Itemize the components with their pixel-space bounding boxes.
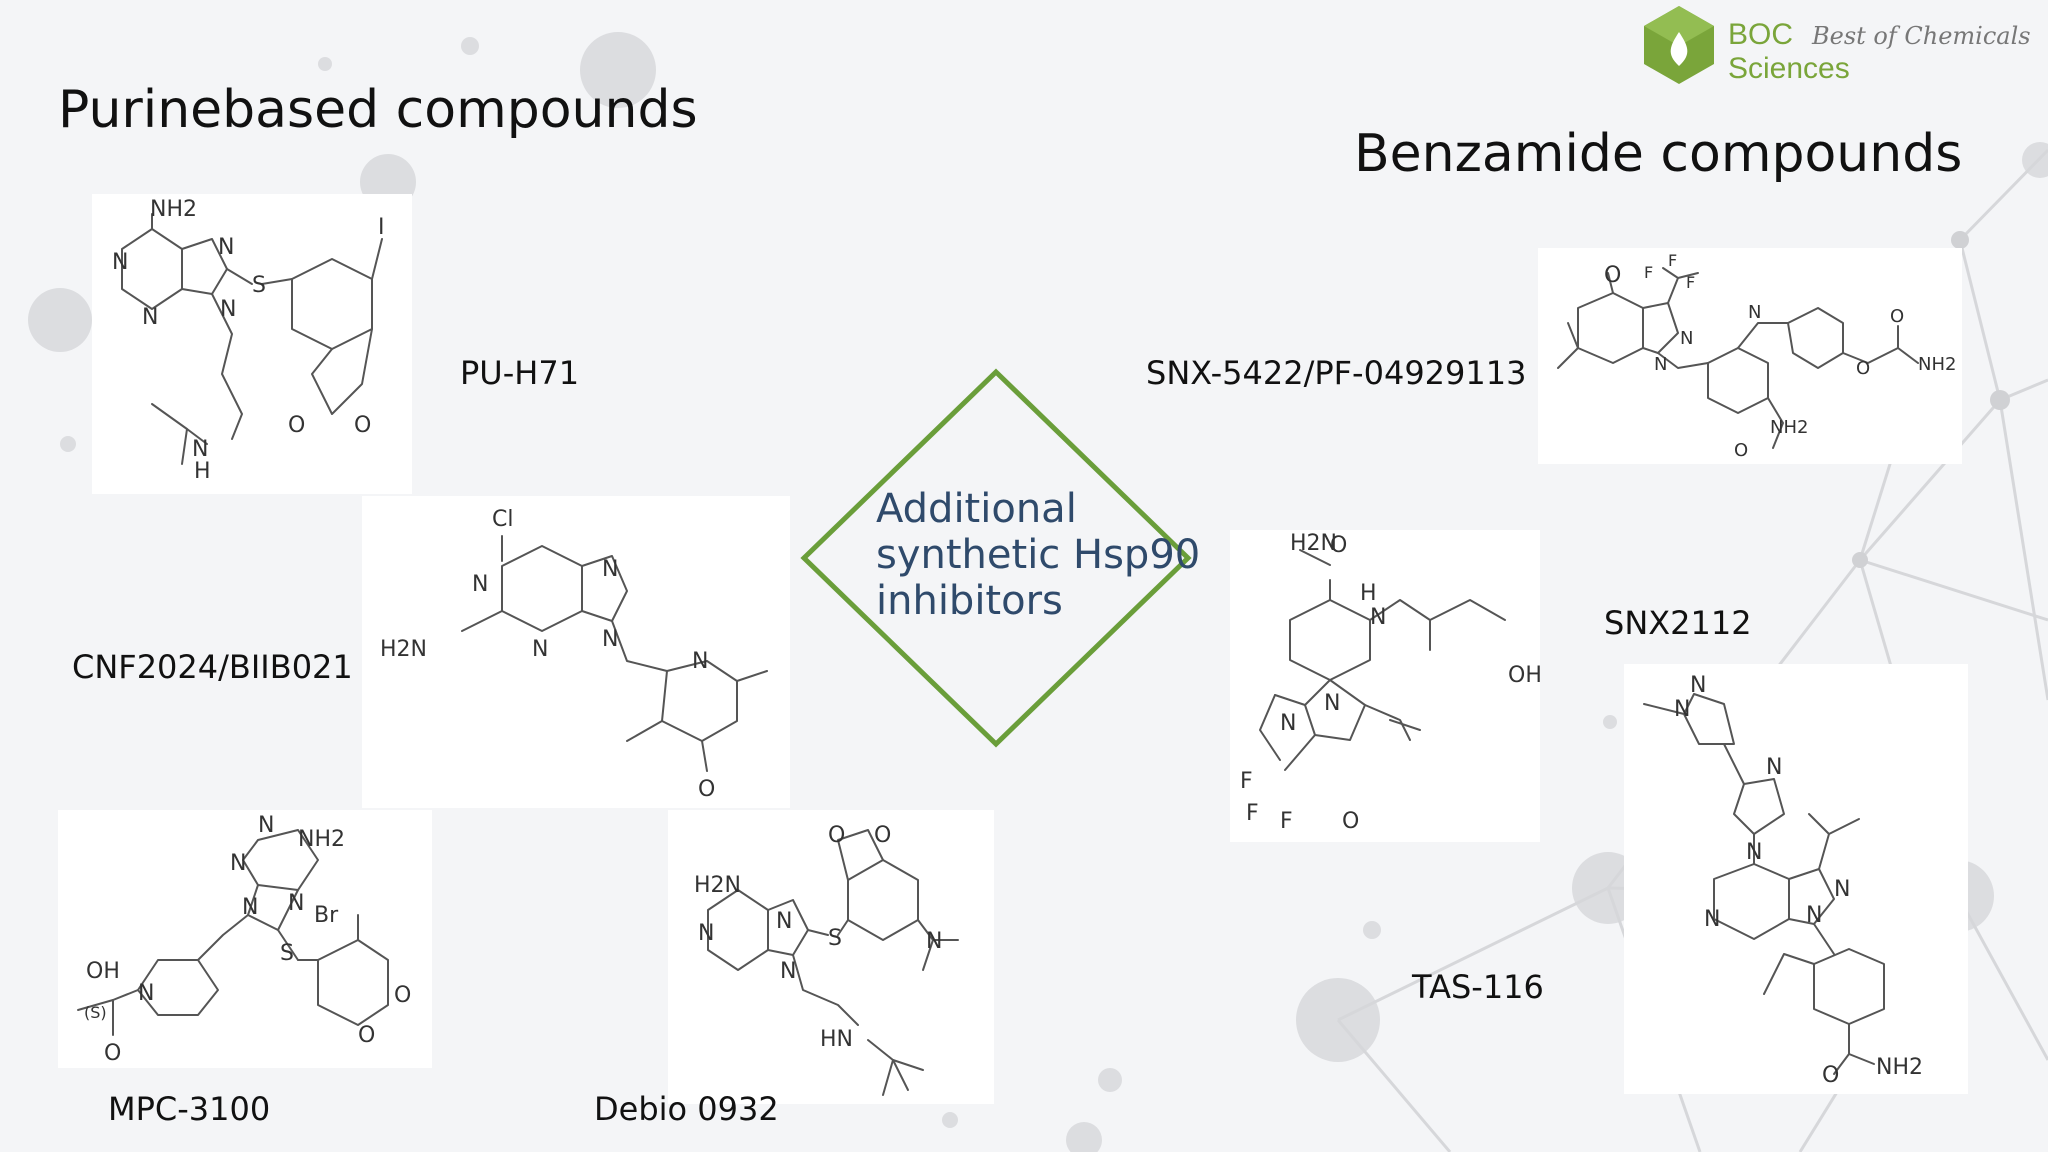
atom-label: S xyxy=(280,941,294,966)
atom-label: O xyxy=(354,413,371,438)
atom-label: N xyxy=(1654,354,1667,375)
atom-label: O xyxy=(1734,440,1748,461)
atom-label: O xyxy=(394,983,411,1008)
atom-label: F xyxy=(1686,273,1695,292)
atom-label: F xyxy=(1644,263,1653,282)
atom-label: NH2 xyxy=(1876,1055,1923,1080)
atom-label: H2N xyxy=(694,873,741,898)
snx-5422-structure: O F F F N N N NH2 O O O NH2 xyxy=(1538,248,1962,464)
atom-label: N xyxy=(112,250,128,275)
atom-label: N xyxy=(698,921,714,946)
atom-label: O xyxy=(874,823,891,848)
atom-label: H xyxy=(194,459,211,484)
atom-label: O xyxy=(828,823,845,848)
atom-label: N xyxy=(1806,903,1822,928)
center-diamond-frame xyxy=(800,368,1192,748)
atom-label: N xyxy=(1766,755,1782,780)
compound-label-cnf2024: CNF2024/BIIB021 xyxy=(72,648,353,686)
atom-label: N xyxy=(1748,302,1761,323)
atom-label: O xyxy=(1856,358,1870,379)
atom-label: N xyxy=(532,637,548,662)
compound-label-snx2112: SNX2112 xyxy=(1604,604,1752,642)
atom-label: I xyxy=(378,215,385,240)
atom-label: NH2 xyxy=(298,827,345,852)
compound-label-tas-116: TAS-116 xyxy=(1412,968,1544,1006)
atom-label: NH2 xyxy=(1918,354,1956,375)
center-line-2: synthetic Hsp90 xyxy=(876,532,1201,578)
center-line-1: Additional xyxy=(876,486,1077,532)
atom-label: OH xyxy=(1508,663,1540,688)
atom-label: N xyxy=(138,981,154,1006)
atom-label: O xyxy=(1342,809,1359,834)
atom-label: S xyxy=(828,926,842,951)
atom-label: O xyxy=(698,777,715,802)
atom-label: H2N xyxy=(380,637,427,662)
atom-label: N xyxy=(1690,673,1706,698)
boc-logo-icon xyxy=(1644,6,1714,84)
atom-label: N xyxy=(602,557,618,582)
pu-h71-structure: NH2 N N N N S I O O N H xyxy=(92,194,412,494)
atom-label: N xyxy=(1834,877,1850,902)
atom-label: N xyxy=(230,851,246,876)
atom-label: F xyxy=(1240,769,1253,794)
cnf2024-structure: Cl N N N N H2N N O xyxy=(362,496,790,808)
debio-0932-structure: H2N N N N S O O N HN xyxy=(668,810,994,1104)
logo-tagline: Best of Chemicals xyxy=(1812,22,2031,50)
compound-label-snx-5422: SNX-5422/PF-04929113 xyxy=(1146,354,1527,392)
center-callout-text: Additional synthetic Hsp90 inhibitors xyxy=(876,486,1206,624)
snx2112-structure: H2N O H N OH N N F F F O xyxy=(1230,530,1540,842)
atom-label: Cl xyxy=(492,507,513,532)
mpc-3100-structure: N NH2 N N N Br S N OH (S) O O O xyxy=(58,810,432,1068)
atom-label: F xyxy=(1246,801,1259,826)
left-section-title: Purinebased compounds xyxy=(58,80,698,140)
atom-label: S xyxy=(252,273,266,298)
logo-brand-text: BOC xyxy=(1728,18,1794,51)
atom-label: N xyxy=(780,959,796,984)
atom-label: OH xyxy=(86,959,120,984)
atom-label: N xyxy=(1324,691,1340,716)
atom-label: N xyxy=(1674,697,1690,722)
atom-label: N xyxy=(192,437,208,462)
atom-label: N xyxy=(1680,328,1693,349)
atom-label: O xyxy=(104,1041,121,1066)
atom-label: F xyxy=(1668,251,1677,270)
atom-label: N xyxy=(242,895,258,920)
right-section-title: Benzamide compounds xyxy=(1354,124,1963,184)
logo-name-text: Sciences xyxy=(1728,52,1850,85)
compound-label-mpc-3100: MPC-3100 xyxy=(108,1090,271,1128)
atom-label: N xyxy=(1746,840,1762,865)
atom-label: O xyxy=(1604,263,1621,288)
atom-label: O xyxy=(1330,533,1347,558)
atom-label: NH2 xyxy=(150,197,197,222)
atom-label: O xyxy=(358,1023,375,1048)
atom-label: N xyxy=(472,572,488,597)
center-line-3: inhibitors xyxy=(876,578,1063,624)
atom-label: NH2 xyxy=(1770,417,1808,438)
boc-sciences-logo: BOC Best of Chemicals Sciences xyxy=(1640,0,2040,90)
atom-label: N xyxy=(258,813,274,838)
tas-116-structure: N N N N N N N O NH2 xyxy=(1624,664,1968,1094)
atom-label: N xyxy=(1704,907,1720,932)
atom-label: N xyxy=(692,649,708,674)
atom-label: N xyxy=(288,891,304,916)
atom-label: H xyxy=(1360,581,1377,606)
atom-label: O xyxy=(1822,1063,1839,1088)
atom-label: N xyxy=(220,297,236,322)
atom-label: N xyxy=(1370,605,1386,630)
atom-label: F xyxy=(1280,809,1293,834)
atom-label: N xyxy=(776,909,792,934)
atom-label: Br xyxy=(314,903,339,928)
atom-label: N xyxy=(142,305,158,330)
atom-label: N xyxy=(926,929,942,954)
atom-label: N xyxy=(218,235,234,260)
atom-label: N xyxy=(1280,711,1296,736)
compound-label-pu-h71: PU-H71 xyxy=(460,354,580,392)
atom-label: O xyxy=(288,413,305,438)
atom-label: N xyxy=(602,627,618,652)
atom-label: HN xyxy=(820,1027,853,1052)
atom-label: (S) xyxy=(84,1003,107,1022)
atom-label: H2N xyxy=(1290,531,1337,556)
atom-label: O xyxy=(1890,306,1904,327)
compound-label-debio-0932: Debio 0932 xyxy=(594,1090,779,1128)
